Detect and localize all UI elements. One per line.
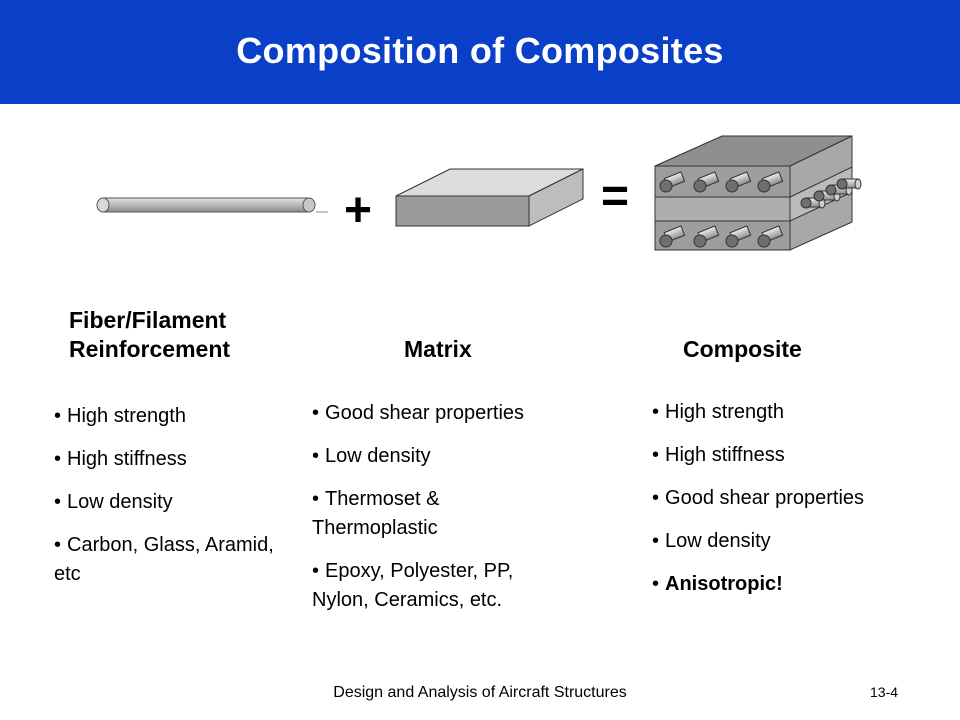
matrix-slab-icon — [395, 168, 584, 227]
bullet-icon: • — [54, 405, 62, 427]
slide-title: Composition of Composites — [236, 30, 724, 71]
plus-symbol: + — [344, 184, 372, 237]
composite-heading: Composite — [683, 336, 802, 362]
list-item: •Anisotropic! — [652, 573, 783, 595]
fiber-rod-icon — [96, 197, 328, 213]
fiber-heading-line2: Reinforcement — [69, 336, 231, 362]
bullet-icon: • — [312, 445, 320, 467]
list-item: •Good shear properties — [312, 402, 525, 424]
matrix-heading: Matrix — [404, 336, 472, 362]
list-item: •High stiffness — [652, 444, 785, 466]
list-item: •High strength — [54, 405, 186, 427]
composition-diagram: + = — [96, 135, 862, 251]
list-item: •Low density — [312, 445, 431, 467]
bullet-icon: • — [652, 444, 660, 466]
matrix-bullet-list: •Good shear properties •Low density •The… — [312, 399, 582, 629]
composite-block-icon — [654, 135, 862, 251]
fiber-heading-line1: Fiber/Filament — [69, 307, 227, 333]
bullet-icon: • — [54, 491, 62, 513]
equals-symbol: = — [601, 170, 629, 223]
list-item: •Low density — [652, 530, 771, 552]
bullet-icon: • — [652, 530, 660, 552]
bullet-icon: • — [312, 488, 320, 510]
bullet-icon: • — [54, 448, 62, 470]
list-item: •High strength — [652, 401, 784, 423]
bullet-icon: • — [652, 401, 660, 423]
list-item: •High stiffness — [54, 448, 187, 470]
page-number: 13-4 — [870, 684, 899, 700]
list-item: •Thermoset & Thermoplastic — [312, 488, 440, 539]
title-bar — [0, 0, 960, 104]
bullet-icon: • — [652, 487, 660, 509]
fiber-heading: Fiber/Filament Reinforcement — [69, 306, 230, 364]
footer-text: Design and Analysis of Aircraft Structur… — [333, 684, 627, 701]
bullet-icon: • — [652, 573, 660, 595]
composite-bullet-list: •High strength •High stiffness •Good she… — [652, 398, 932, 613]
fiber-bullet-list: •High strength •High stiffness •Low dens… — [54, 402, 274, 603]
list-item: •Carbon, Glass, Aramid, etc — [54, 534, 274, 585]
list-item: •Good shear properties — [652, 487, 865, 509]
bullet-icon: • — [54, 534, 62, 556]
list-item: •Epoxy, Polyester, PP, Nylon, Ceramics, … — [312, 560, 514, 611]
bullet-icon: • — [312, 402, 320, 424]
list-item: •Low density — [54, 491, 173, 513]
bullet-icon: • — [312, 560, 320, 582]
